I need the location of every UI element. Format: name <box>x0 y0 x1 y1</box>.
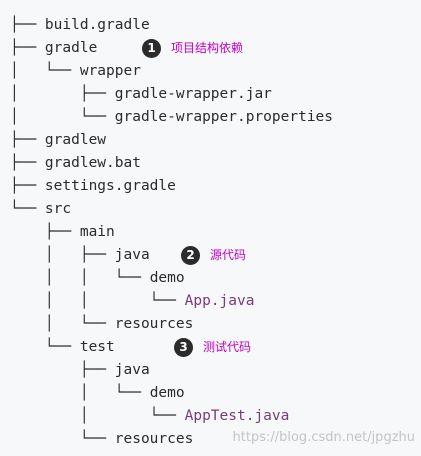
tree-row: ├── gradlew.bat <box>10 152 333 175</box>
file-name: gradle-wrapper.properties <box>114 109 334 125</box>
tree-row: │ └── gradle-wrapper.properties <box>10 106 333 129</box>
tree-connector: │ └── <box>10 109 115 125</box>
file-name: gradlew <box>44 132 107 148</box>
tree-row: └── src <box>10 198 333 221</box>
tree-connector: └── <box>10 339 80 355</box>
folder-name: demo <box>149 385 185 401</box>
tree-row: │ ├── java 2 源代码 <box>10 244 333 267</box>
tree-connector: │ └── <box>10 385 150 401</box>
tree-connector: │ └── <box>10 316 115 332</box>
annotation-label: 测试代码 <box>203 340 252 354</box>
folder-name: src <box>44 201 72 217</box>
annotation: 1 项目结构依赖 <box>142 37 243 60</box>
file-name: App.java <box>184 293 255 309</box>
tree-connector: │ └── <box>10 408 185 424</box>
tree-row: │ └── AppTest.java <box>10 405 333 428</box>
tree-row: │ │ └── demo <box>10 267 333 290</box>
tree-row: ├── build.gradle <box>10 14 333 37</box>
tree-row: └── test 3 测试代码 <box>10 336 333 359</box>
tree-connector: ├── <box>10 17 45 33</box>
annotation-label: 源代码 <box>210 248 247 262</box>
tree-row: │ └── resources <box>10 313 333 336</box>
file-name: build.gradle <box>44 17 150 33</box>
file-name: gradle-wrapper.jar <box>114 86 272 102</box>
folder-name: main <box>79 224 115 240</box>
tree-connector: ├── <box>10 132 45 148</box>
tree-connector: │ │ └── <box>10 293 185 309</box>
tree-connector: ├── <box>10 40 45 56</box>
tree-connector: │ ├── <box>10 86 115 102</box>
tree-connector: └── <box>10 431 115 447</box>
tree-connector: ├── <box>10 155 45 171</box>
tree-row: ├── main <box>10 221 333 244</box>
tree-connector: ├── <box>10 362 115 378</box>
annotation-number-badge: 2 <box>181 246 200 265</box>
annotation: 2 源代码 <box>181 244 246 267</box>
tree-row: │ └── demo <box>10 382 333 405</box>
folder-name: java <box>114 362 150 378</box>
file-name: settings.gradle <box>44 178 176 194</box>
folder-name: test <box>79 339 115 355</box>
folder-name: wrapper <box>79 63 141 79</box>
folder-name: resources <box>114 316 194 332</box>
tree-row: │ │ └── App.java <box>10 290 333 313</box>
annotation-number-badge: 3 <box>174 338 193 357</box>
tree-row: ├── settings.gradle <box>10 175 333 198</box>
tree-row: ├── gradlew <box>10 129 333 152</box>
tree-row: │ └── wrapper <box>10 60 333 83</box>
file-name: AppTest.java <box>184 408 290 424</box>
tree-connector: │ └── <box>10 63 80 79</box>
folder-name: java <box>114 247 150 263</box>
tree-row: │ ├── gradle-wrapper.jar <box>10 83 333 106</box>
annotation-label: 项目结构依赖 <box>171 41 244 55</box>
tree-connector: └── <box>10 201 45 217</box>
folder-name: gradle <box>44 40 98 56</box>
tree-connector: ├── <box>10 178 45 194</box>
tree-connector: ├── <box>10 224 80 240</box>
tree-row: ├── gradle 1 项目结构依赖 <box>10 37 333 60</box>
annotation-number-badge: 1 <box>142 39 161 58</box>
file-name: gradlew.bat <box>44 155 141 171</box>
folder-name: resources <box>114 431 194 447</box>
tree-connector: │ ├── <box>10 247 115 263</box>
folder-name: demo <box>149 270 185 286</box>
annotation: 3 测试代码 <box>174 336 251 359</box>
watermark: https://blog.csdn.net/jpgzhu <box>232 430 415 445</box>
tree-row: ├── java <box>10 359 333 382</box>
tree-connector: │ │ └── <box>10 270 150 286</box>
tree-row: └── resources <box>10 428 333 451</box>
